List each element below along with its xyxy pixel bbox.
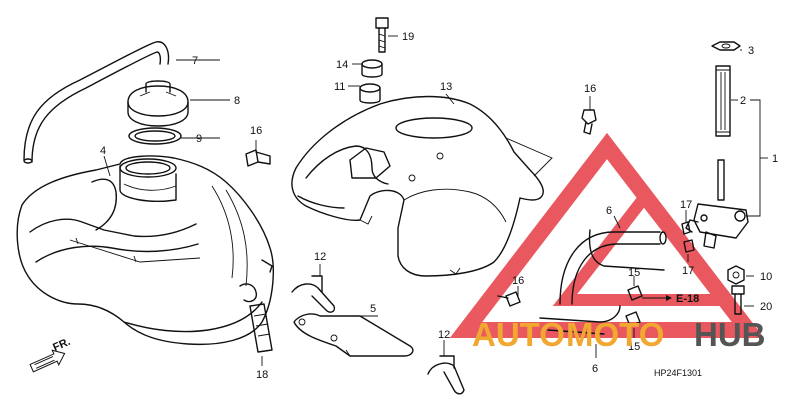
watermark-hub: HUB xyxy=(694,316,766,353)
fuel-hose-6 xyxy=(539,229,667,335)
callout-19: 19 xyxy=(402,31,414,43)
clamp-17-upper xyxy=(681,221,691,235)
callout-8: 8 xyxy=(234,95,240,107)
clip-15-upper xyxy=(627,285,643,301)
callout-4: 4 xyxy=(100,145,106,157)
callout-18: 18 xyxy=(256,369,268,381)
tank-shroud xyxy=(291,95,553,277)
callout-6-lower: 6 xyxy=(592,363,598,375)
screw-16-top xyxy=(581,109,597,135)
fuel-tank xyxy=(16,155,274,346)
callout-15-lower: 15 xyxy=(628,341,640,353)
screw-16-bottom xyxy=(497,291,521,307)
strainer-2 xyxy=(715,65,731,137)
callout-6-upper: 6 xyxy=(606,205,612,217)
callout-3: 3 xyxy=(748,45,754,57)
callout-17-upper: 17 xyxy=(680,199,692,211)
bracket-plate xyxy=(293,313,414,357)
callout-16-left: 16 xyxy=(250,125,262,137)
front-label: FR. xyxy=(51,336,72,354)
callout-11: 11 xyxy=(334,81,345,93)
rubber-strap xyxy=(249,303,273,353)
fuel-cap xyxy=(127,80,189,127)
watermark-moto: MOTO xyxy=(566,316,664,353)
clip-12-bottom xyxy=(427,355,465,395)
callout-2: 2 xyxy=(740,95,746,107)
clamp-17-lower xyxy=(683,239,695,253)
callout-10: 10 xyxy=(760,271,772,283)
callout-12-left: 12 xyxy=(314,251,326,263)
breather-tube xyxy=(23,41,170,164)
screw-16-left xyxy=(245,149,271,167)
callout-13: 13 xyxy=(440,81,452,93)
callout-1: 1 xyxy=(772,153,778,165)
callout-17-lower: 17 xyxy=(682,265,694,277)
callout-15-upper: 15 xyxy=(628,267,640,279)
cap-seal xyxy=(128,127,182,145)
callout-12-bottom: 12 xyxy=(438,329,450,341)
watermark-triangles xyxy=(449,132,765,338)
bolt-19 xyxy=(375,17,389,53)
watermark-auto: AUTO xyxy=(472,316,565,353)
bolt-20 xyxy=(731,285,745,315)
watermark-logo: AUTO MOTO HUB xyxy=(472,316,766,353)
callout-9: 9 xyxy=(196,133,202,145)
collar-14 xyxy=(361,59,383,78)
diagram-code: HP24F1301 xyxy=(654,368,702,378)
callout-16-top: 16 xyxy=(584,83,596,95)
clip-15-lower xyxy=(625,311,641,327)
nut-10 xyxy=(727,265,745,285)
clip-12-left xyxy=(291,275,336,313)
callout-20: 20 xyxy=(760,301,772,313)
callout-numbers: 7 8 9 4 19 14 11 13 16 16 16 12 12 5 18 … xyxy=(100,31,778,381)
front-arrow-icon xyxy=(29,349,66,373)
reference-e18: E-18 xyxy=(676,293,699,305)
front-direction-indicator: FR. xyxy=(29,336,72,373)
callout-16-bottom: 16 xyxy=(512,275,524,287)
callout-7: 7 xyxy=(192,55,198,67)
leader-lines xyxy=(103,35,768,366)
callout-5: 5 xyxy=(370,303,376,315)
callout-14: 14 xyxy=(336,59,348,71)
fuel-valve-1 xyxy=(685,159,749,249)
washer-3 xyxy=(711,41,741,51)
rubber-mount-11 xyxy=(359,83,381,104)
